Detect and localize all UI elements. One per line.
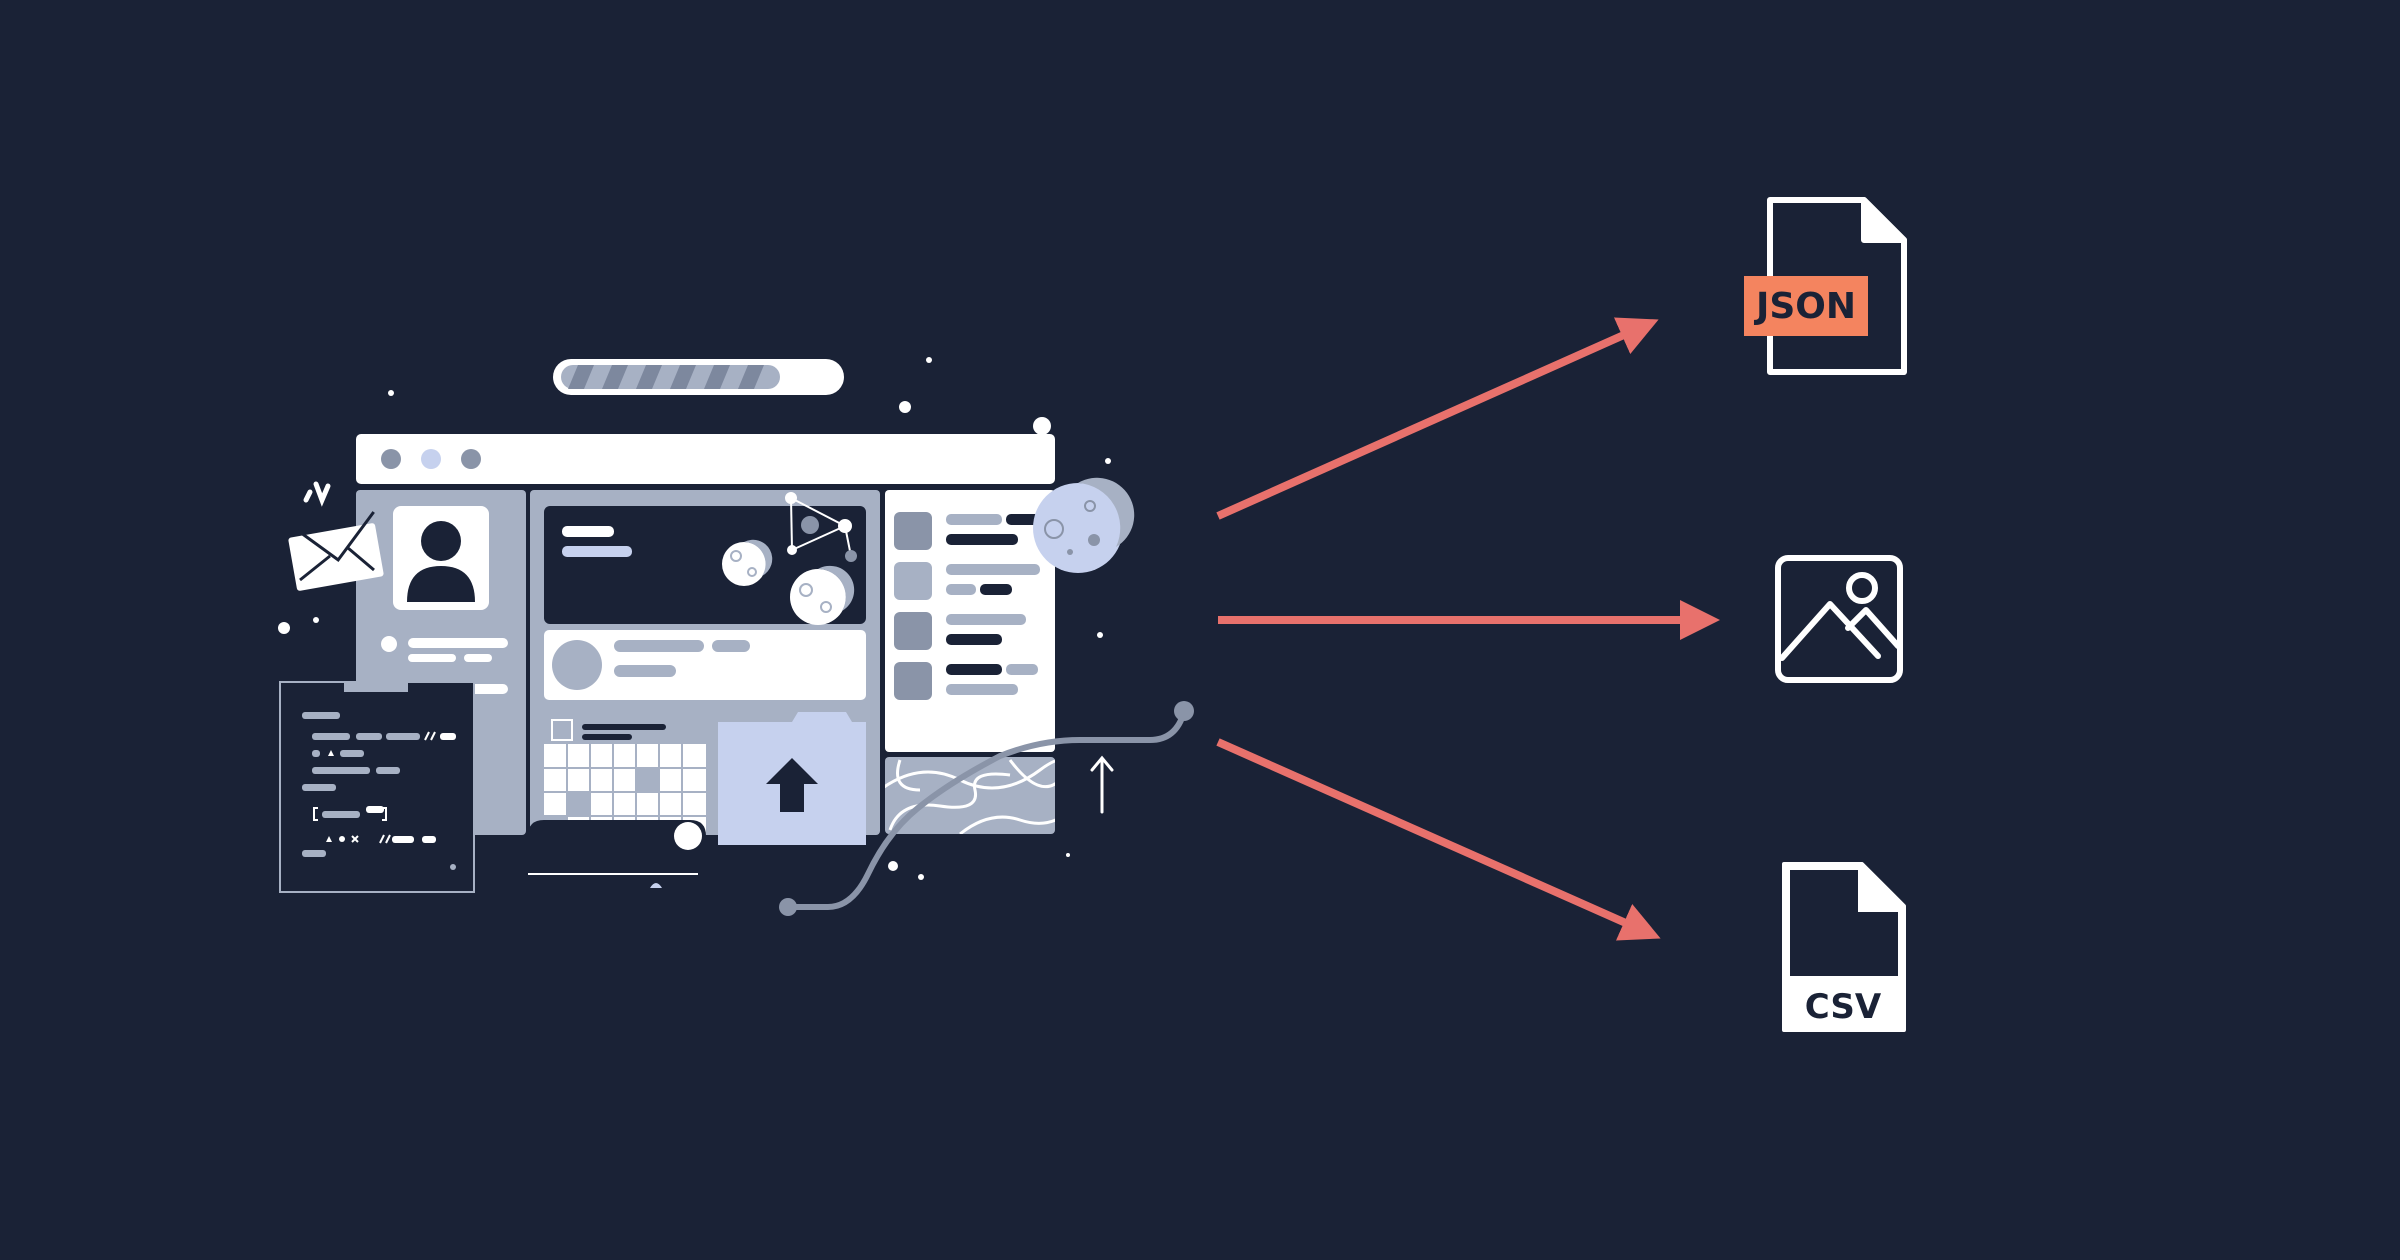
csv-label: CSV — [1805, 987, 1882, 1027]
moon-icon — [790, 565, 855, 625]
json-label: JSON — [1753, 286, 1856, 327]
browser-title-bar — [356, 434, 1055, 484]
sparkle-dots — [278, 357, 1111, 880]
moon-icon — [1033, 477, 1135, 573]
csv-file-icon: CSV — [1782, 862, 1906, 1032]
window-dot-minimize — [421, 449, 441, 469]
arrow-to-csv — [1216, 738, 1661, 941]
constellation-icon — [785, 492, 857, 562]
connection-line — [779, 701, 1194, 916]
calendar-widget — [544, 714, 706, 834]
list-panel — [885, 490, 1055, 752]
user-avatar-icon — [421, 521, 461, 561]
json-file-icon: JSON — [1744, 197, 1907, 375]
export-arrows — [1216, 317, 1720, 941]
upload-arrow-icon — [1090, 755, 1114, 814]
image-file-icon — [1775, 555, 1903, 683]
upload-folder-icon — [718, 712, 866, 845]
window-dot-maximize — [461, 449, 481, 469]
website-illustration — [278, 357, 1194, 916]
map-tile — [885, 757, 1055, 834]
moon-icon — [722, 539, 773, 586]
window-dot-close — [381, 449, 401, 469]
arrow-to-json — [1216, 317, 1659, 520]
loading-bar — [553, 359, 844, 395]
envelope-icon — [288, 481, 384, 591]
laptop-base — [528, 820, 706, 888]
code-panel — [279, 681, 475, 893]
